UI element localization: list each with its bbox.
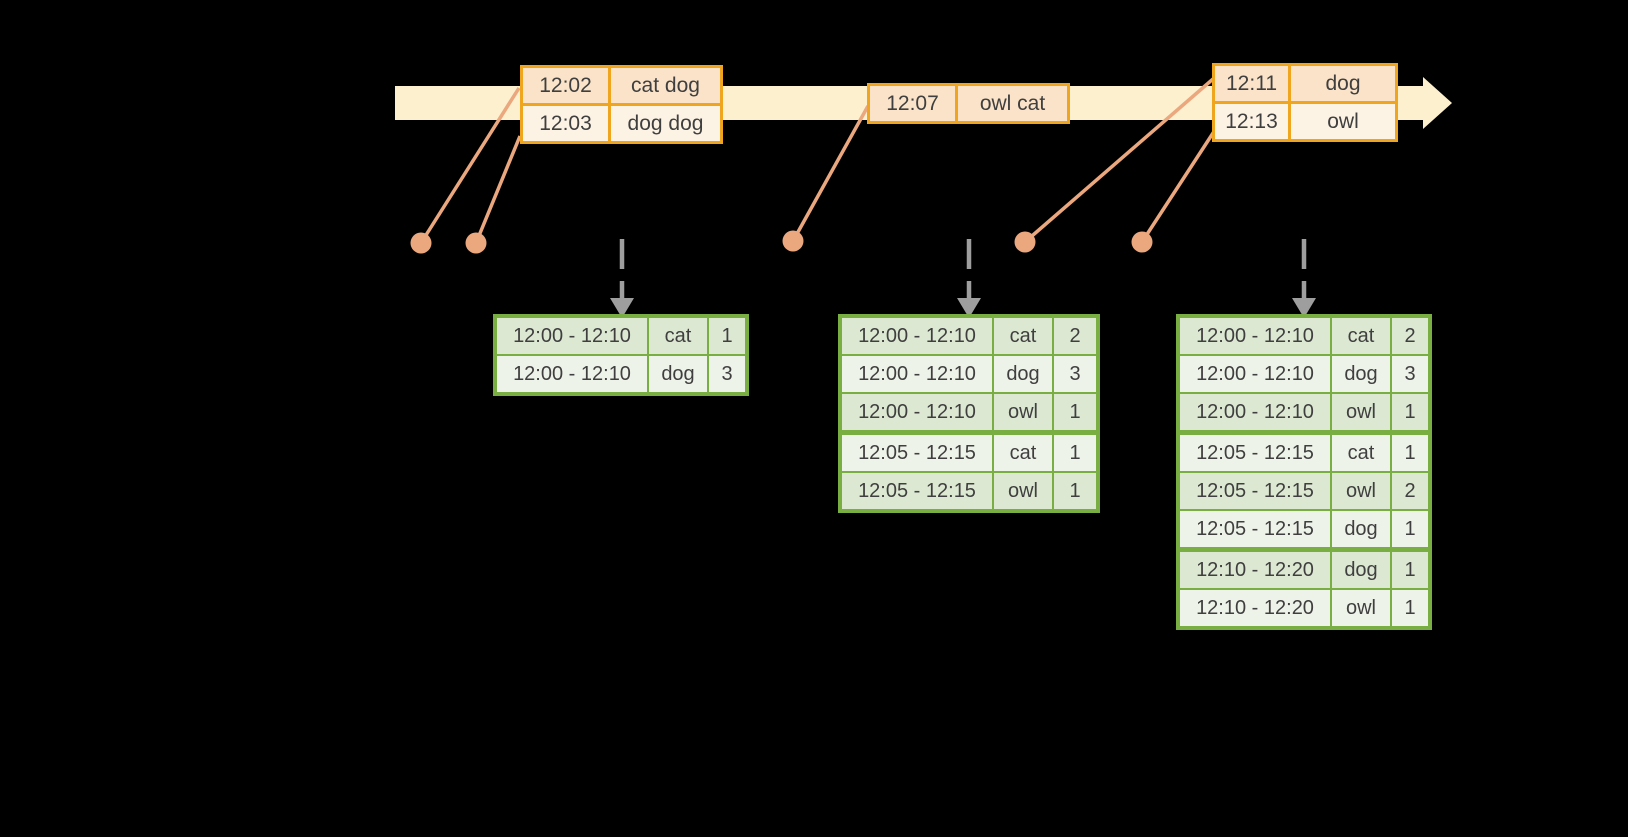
word-cell: cat (994, 318, 1052, 354)
window-cell: 12:05 - 12:15 (842, 473, 992, 509)
word-cell: owl (1332, 590, 1390, 626)
word-cell: dog (1332, 356, 1390, 392)
trigger-arrowhead-icon (1292, 298, 1316, 318)
count-cell: 3 (1054, 356, 1096, 392)
window-cell: 12:10 - 12:20 (1180, 552, 1330, 588)
word-cell: cat (1332, 435, 1390, 471)
word-cell: cat (649, 318, 707, 354)
event-words-cell: owl cat (958, 86, 1067, 121)
event-connector-line (1140, 129, 1217, 243)
trigger-arrowhead-icon (957, 298, 981, 318)
event-connector-line (474, 135, 522, 244)
event-connector-line (1023, 77, 1215, 244)
event-time-cell: 12:02 (523, 68, 608, 103)
event-dot (465, 232, 487, 254)
event-time-cell: 12:03 (523, 106, 608, 141)
event-dot (1014, 231, 1036, 253)
count-cell: 1 (1392, 435, 1428, 471)
count-cell: 1 (1392, 552, 1428, 588)
event-dots (410, 230, 1153, 254)
word-cell: owl (994, 394, 1052, 430)
count-cell: 2 (1392, 318, 1428, 354)
event-connector-line (419, 87, 521, 244)
count-cell: 1 (1392, 511, 1428, 547)
window-cell: 12:00 - 12:10 (842, 356, 992, 392)
event-connector-line (791, 105, 870, 242)
word-cell: cat (994, 435, 1052, 471)
event-dot (1131, 231, 1153, 253)
event-time-cell: 12:07 (870, 86, 955, 121)
count-cell: 3 (1392, 356, 1428, 392)
window-cell: 12:00 - 12:10 (842, 318, 992, 354)
event-words-cell: cat dog (611, 68, 720, 103)
window-cell: 12:00 - 12:10 (1180, 318, 1330, 354)
word-cell: owl (1332, 473, 1390, 509)
count-cell: 1 (1054, 435, 1096, 471)
event-time-cell: 12:11 (1215, 66, 1288, 101)
word-cell: dog (1332, 511, 1390, 547)
event-time-cell: 12:13 (1215, 104, 1288, 139)
count-cell: 2 (1392, 473, 1428, 509)
word-cell: owl (1332, 394, 1390, 430)
word-cell: cat (1332, 318, 1390, 354)
word-cell: dog (1332, 552, 1390, 588)
count-cell: 1 (1392, 590, 1428, 626)
word-cell: owl (994, 473, 1052, 509)
window-cell: 12:00 - 12:10 (497, 356, 647, 392)
word-cell: dog (649, 356, 707, 392)
trigger-arrows (610, 239, 1316, 318)
window-cell: 12:05 - 12:15 (1180, 473, 1330, 509)
window-cell: 12:00 - 12:10 (1180, 394, 1330, 430)
timeline-arrowhead-icon (1423, 77, 1452, 129)
window-cell: 12:05 - 12:15 (1180, 511, 1330, 547)
event-words-cell: owl (1291, 104, 1395, 139)
window-cell: 12:05 - 12:15 (842, 435, 992, 471)
count-cell: 3 (709, 356, 745, 392)
window-cell: 12:00 - 12:10 (497, 318, 647, 354)
count-cell: 1 (1392, 394, 1428, 430)
count-cell: 1 (709, 318, 745, 354)
count-cell: 1 (1054, 473, 1096, 509)
event-words-cell: dog (1291, 66, 1395, 101)
trigger-arrowhead-icon (610, 298, 634, 318)
window-cell: 12:05 - 12:15 (1180, 435, 1330, 471)
event-connectors (419, 77, 1217, 244)
event-words-cell: dog dog (611, 106, 720, 141)
event-dot (410, 232, 432, 254)
window-cell: 12:00 - 12:10 (1180, 356, 1330, 392)
count-cell: 2 (1054, 318, 1096, 354)
window-cell: 12:00 - 12:10 (842, 394, 992, 430)
count-cell: 1 (1054, 394, 1096, 430)
window-cell: 12:10 - 12:20 (1180, 590, 1330, 626)
word-cell: dog (994, 356, 1052, 392)
event-dot (782, 230, 804, 252)
